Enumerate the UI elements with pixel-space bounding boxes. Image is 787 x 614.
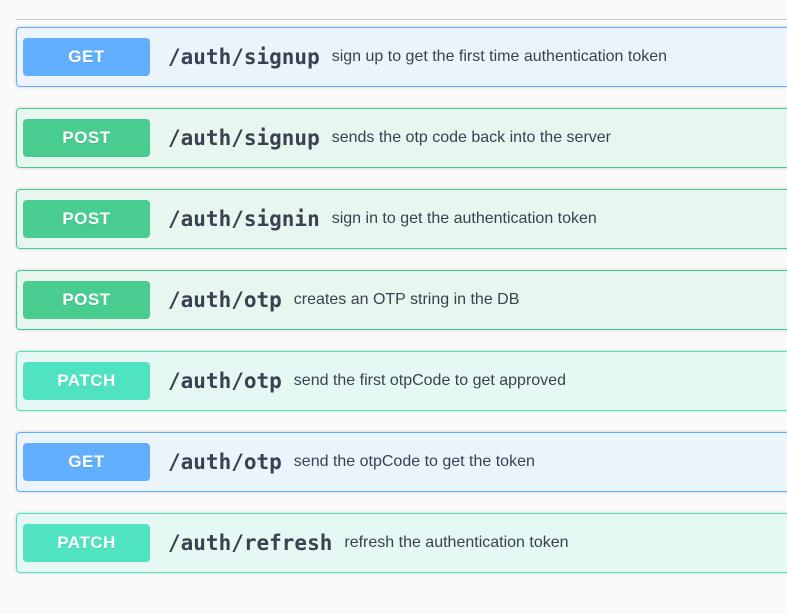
http-method-badge: POST xyxy=(23,281,150,319)
http-method-badge: PATCH xyxy=(23,524,150,562)
operation-path: /auth/signup xyxy=(168,45,320,69)
http-method-badge: POST xyxy=(23,119,150,157)
operation-summary: sends the otp code back into the server xyxy=(331,129,611,146)
operation-row[interactable]: PATCH /auth/otp send the first otpCode t… xyxy=(16,351,787,411)
http-method-badge: PATCH xyxy=(23,362,150,400)
operation-path: /auth/otp xyxy=(168,450,282,474)
operation-row[interactable]: POST /auth/otp creates an OTP string in … xyxy=(16,270,787,330)
operation-summary: send the first otpCode to get approved xyxy=(293,372,566,389)
http-method-badge: POST xyxy=(23,200,150,238)
operation-summary: refresh the authentication token xyxy=(344,534,569,551)
operation-summary: sign up to get the first time authentica… xyxy=(331,48,668,65)
operation-summary: creates an OTP string in the DB xyxy=(293,291,520,308)
operation-row[interactable]: POST /auth/signup sends the otp code bac… xyxy=(16,108,787,168)
operation-row[interactable]: GET /auth/otp send the otpCode to get th… xyxy=(16,432,787,492)
section-divider xyxy=(16,19,787,20)
operation-path: /auth/otp xyxy=(168,288,282,312)
operation-summary: send the otpCode to get the token xyxy=(293,453,535,470)
operation-path: /auth/signin xyxy=(168,207,320,231)
operation-path: /auth/signup xyxy=(168,126,320,150)
operation-row[interactable]: POST /auth/signin sign in to get the aut… xyxy=(16,189,787,249)
operation-path: /auth/refresh xyxy=(168,531,333,555)
operation-path: /auth/otp xyxy=(168,369,282,393)
http-method-badge: GET xyxy=(23,38,150,76)
operations-list: GET /auth/signup sign up to get the firs… xyxy=(0,27,787,594)
operation-summary: sign in to get the authentication token xyxy=(331,210,597,227)
http-method-badge: GET xyxy=(23,443,150,481)
operation-row[interactable]: GET /auth/signup sign up to get the firs… xyxy=(16,27,787,87)
operation-row[interactable]: PATCH /auth/refresh refresh the authenti… xyxy=(16,513,787,573)
